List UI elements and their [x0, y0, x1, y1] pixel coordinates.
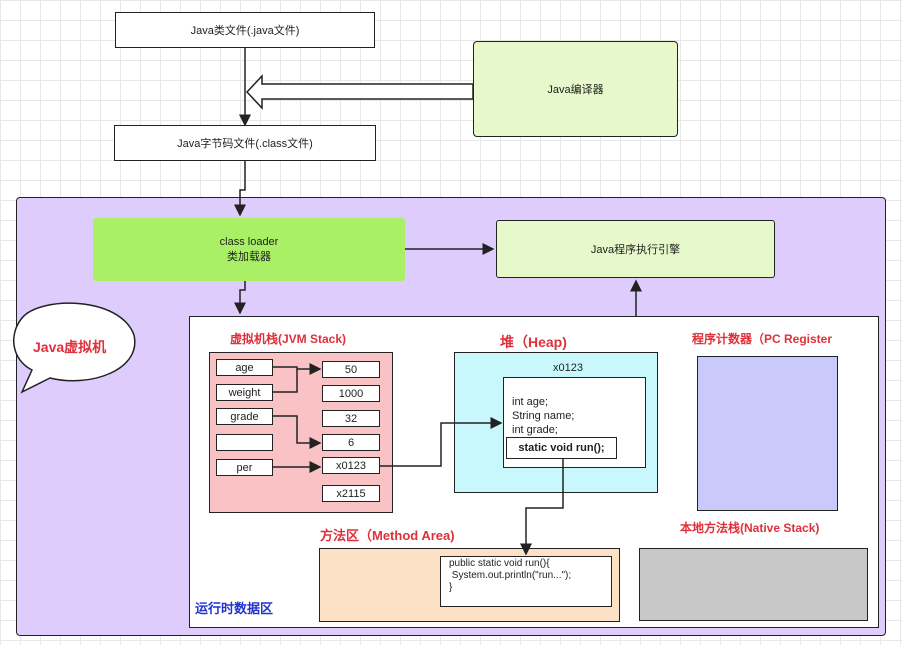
execution-engine-label: Java程序执行引擎 [590, 244, 681, 256]
jvm-stack-title: 虚拟机栈(JVM Stack) [230, 332, 347, 346]
runtime-area-label: 运行时数据区 [195, 601, 274, 616]
speech-bubble [13, 302, 136, 394]
stack-value: 32 [322, 410, 380, 427]
stack-var: grade [216, 408, 273, 425]
bytecode-file-box: Java字节码文件(.class文件) [114, 125, 376, 161]
code-line: System.out.println("run..."); [449, 570, 572, 581]
class-loader-cn-label: 类加载器 [227, 250, 271, 263]
stack-value: 50 [322, 361, 380, 378]
stack-value: 6 [322, 434, 380, 451]
stack-var: per [216, 459, 273, 476]
java-source-file-label: Java类文件(.java文件) [190, 25, 300, 37]
heap-field: int age; [512, 396, 549, 408]
bytecode-file-label: Java字节码文件(.class文件) [177, 138, 313, 150]
stack-value: x2115 [322, 485, 380, 502]
stack-value: x0123 [322, 457, 380, 474]
stack-var [216, 434, 273, 451]
class-loader-label: class loader [219, 235, 279, 248]
heap-field: String name; [512, 410, 575, 422]
pc-register-title: 程序计数器（PC Register [692, 332, 833, 346]
heap-address: x0123 [553, 362, 583, 374]
jvm-bubble-label: Java虚拟机 [33, 339, 107, 355]
method-code-box: public static void run(){ System.out.pri… [440, 556, 612, 607]
heap-method-box: static void run(); [506, 437, 617, 459]
heap-title: 堆（Heap) [500, 334, 567, 350]
native-stack-box [639, 548, 868, 621]
heap-fields: int age; String name; int grade; [512, 395, 574, 437]
execution-engine-box: Java程序执行引擎 [496, 220, 775, 278]
code-line: } [449, 582, 453, 593]
code-line: public static void run(){ [449, 558, 550, 569]
stack-var: age [216, 359, 273, 376]
method-area-title: 方法区（Method Area) [320, 528, 455, 543]
heap-field: int grade; [512, 424, 558, 436]
native-stack-title: 本地方法栈(Native Stack) [680, 521, 820, 535]
stack-value: 1000 [322, 385, 380, 402]
java-source-file-box: Java类文件(.java文件) [115, 12, 375, 48]
hollow-arrow [245, 74, 474, 110]
pc-register-box [697, 356, 838, 511]
class-loader-box: class loader 类加载器 [93, 218, 405, 281]
stack-var: weight [216, 384, 273, 401]
java-compiler-label: Java编译器 [547, 84, 604, 96]
